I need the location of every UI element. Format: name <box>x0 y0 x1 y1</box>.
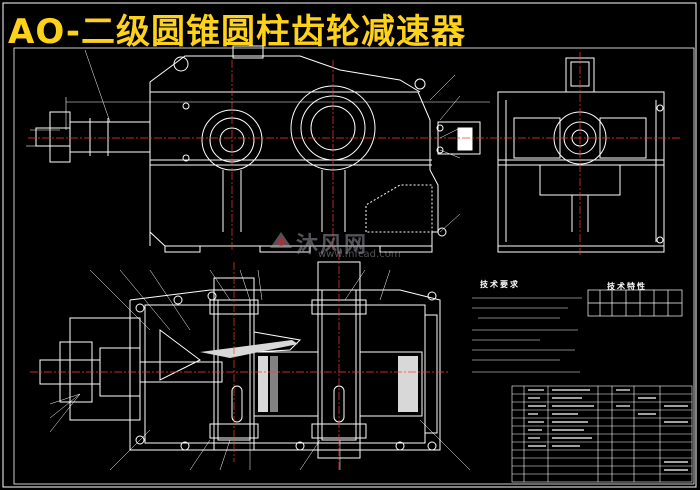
front-dimension <box>26 97 490 147</box>
front-center-lines <box>28 60 490 250</box>
watermark-logo-icon <box>270 232 292 248</box>
watermark-brand: 沐风网 <box>296 233 369 258</box>
watermark-url: www.mfcad.com <box>318 249 401 260</box>
parts-list-fill-marks <box>528 389 688 471</box>
side-view <box>497 57 665 253</box>
technical-requirements-heading: 技术要求 <box>480 280 520 289</box>
parts-list-table <box>511 385 693 483</box>
plan-view <box>39 261 441 459</box>
technical-requirements-text <box>472 297 582 373</box>
plan-center-lines <box>30 252 450 470</box>
gear-fills <box>200 340 418 412</box>
side-center-lines <box>490 52 680 255</box>
inner-frame <box>13 47 695 485</box>
technical-specs-heading: 技术特性 <box>607 282 647 291</box>
front-view <box>35 45 481 253</box>
drawing-title: AO-二级圆锥圆柱齿轮减速器 <box>8 12 466 52</box>
leader-lines <box>30 49 471 471</box>
technical-spec-table <box>587 289 683 317</box>
